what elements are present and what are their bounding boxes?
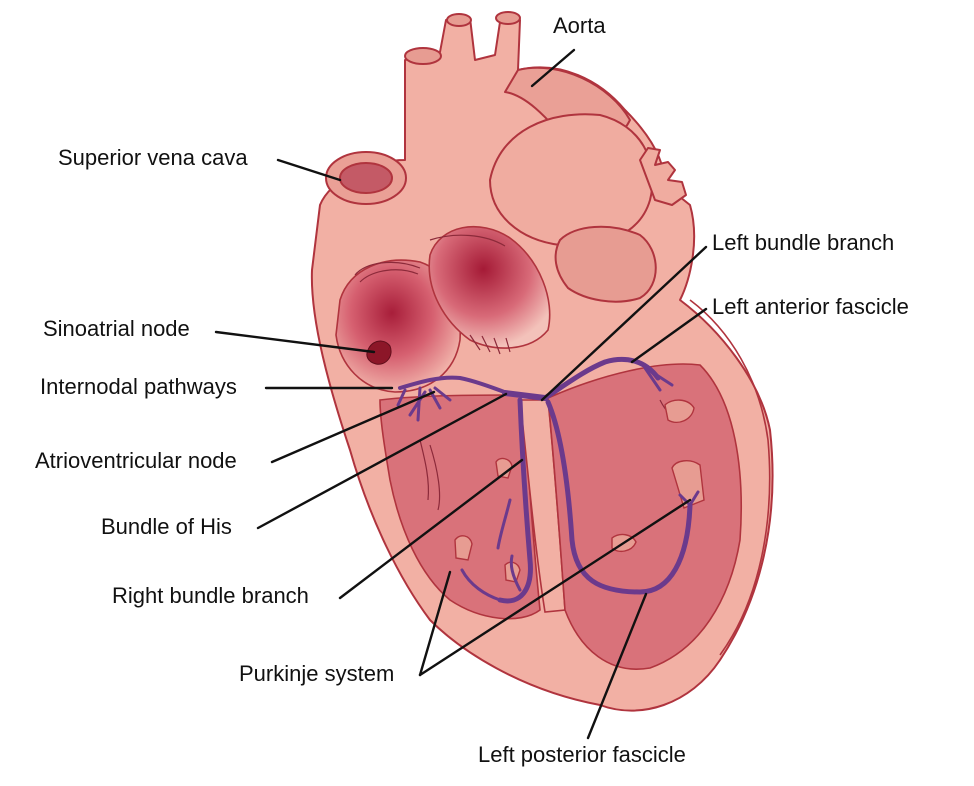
label-left-bundle-branch: Left bundle branch <box>712 230 894 255</box>
purkinje-fibers-right <box>460 498 522 602</box>
anterior-fascicle-tips <box>643 366 674 392</box>
label-left-anterior-fascicle: Left anterior fascicle <box>712 294 909 319</box>
leader-sinoatrial-node <box>214 330 376 354</box>
papillary-muscle-rv-1 <box>454 535 473 561</box>
label-left-posterior-fascicle: Left posterior fascicle <box>478 742 686 767</box>
left-ventricle <box>547 363 742 670</box>
leader-right-bundle-branch <box>338 458 524 600</box>
left-atrial-appendage <box>554 225 657 303</box>
leader-bundle-of-his <box>256 392 508 530</box>
leader-purkinje-system-1 <box>418 570 452 677</box>
leader-left-posterior-fascicle <box>586 592 648 740</box>
right-bundle-path <box>497 397 533 604</box>
sinoatrial-node-shape <box>366 340 392 365</box>
leader-lines <box>214 48 708 740</box>
label-sinoatrial-node: Sinoatrial node <box>43 316 190 341</box>
left-posterior-fascicle-path <box>545 399 693 595</box>
leader-left-bundle-branch <box>540 245 708 402</box>
subclavian-opening <box>495 11 521 25</box>
labels: Aorta Superior vena cava Left bundle bra… <box>35 13 909 767</box>
lv-outer-wall-line <box>689 299 771 656</box>
conduction-system <box>396 356 700 604</box>
posterior-fascicle-tips <box>678 490 700 507</box>
right-atrium <box>335 259 461 393</box>
brachiocephalic-opening <box>404 47 442 65</box>
leader-atrioventricular-node <box>270 390 436 464</box>
leader-superior-vena-cava <box>276 158 342 182</box>
pulmonary-veins <box>639 147 687 206</box>
bundle-of-his-path <box>502 390 548 401</box>
left-bundle-path <box>542 356 661 401</box>
label-internodal-pathways: Internodal pathways <box>40 374 237 399</box>
pulmonary-trunk <box>489 113 654 247</box>
leader-purkinje-system-2 <box>418 498 692 677</box>
svc-lumen <box>339 162 393 194</box>
label-aorta: Aorta <box>553 13 606 38</box>
papillary-muscle-lv-anterior <box>664 399 695 424</box>
label-right-bundle-branch: Right bundle branch <box>112 583 309 608</box>
av-node-fibers <box>396 386 452 422</box>
label-purkinje-system: Purkinje system <box>239 661 394 686</box>
left-atrium <box>428 225 551 349</box>
papillary-muscle-rv-3 <box>495 457 513 479</box>
carotid-opening <box>446 13 472 27</box>
internodal-pathway <box>398 375 512 396</box>
leader-left-anterior-fascicle <box>630 307 708 364</box>
leader-aorta <box>530 48 576 88</box>
label-atrioventricular-node: Atrioventricular node <box>35 448 237 473</box>
label-superior-vena-cava: Superior vena cava <box>58 145 248 170</box>
label-bundle-of-his: Bundle of His <box>101 514 232 539</box>
